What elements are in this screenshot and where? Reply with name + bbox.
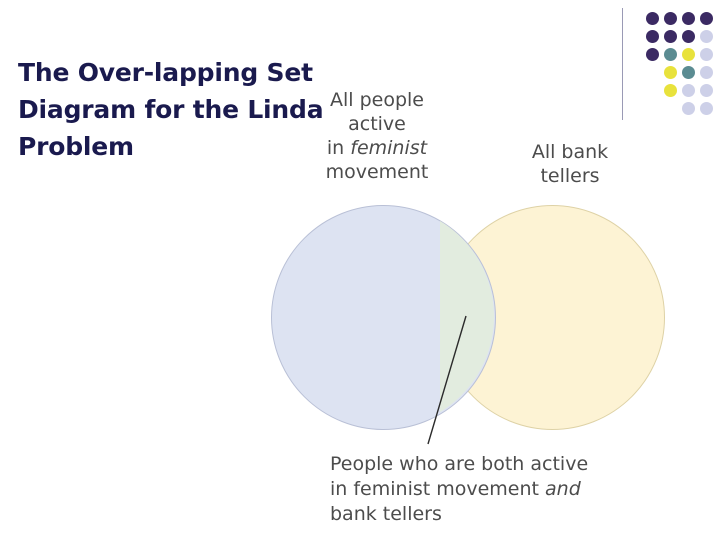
label-feminist-line3-italic: feminist <box>344 137 428 159</box>
intersection-leader-line <box>427 315 467 445</box>
logo-divider-rule <box>622 8 623 120</box>
label-people-both-active-and-bank-tellers: People who are both active in feminist m… <box>330 452 630 527</box>
label-both-line1: People who are both active <box>330 453 589 475</box>
logo-dot <box>646 30 659 43</box>
logo-dot <box>700 84 713 97</box>
logo-dot <box>664 84 677 97</box>
logo-dot <box>700 48 713 61</box>
page-title: The Over-lapping Set Diagram for the Lin… <box>18 58 324 161</box>
label-tellers-line2: tellers <box>540 165 600 187</box>
logo-dot <box>700 30 713 43</box>
label-feminist-line1: All people <box>330 89 424 111</box>
logo-dot <box>682 30 695 43</box>
logo-dot <box>664 30 677 43</box>
logo-dot <box>682 66 695 79</box>
label-feminist-line2: active <box>348 113 406 135</box>
label-all-bank-tellers: All bank tellers <box>505 140 635 188</box>
label-both-line2-italic: and <box>545 478 581 500</box>
logo-dot <box>664 66 677 79</box>
label-feminist-line3-plain: in <box>326 137 345 159</box>
label-both-line3: bank tellers <box>330 503 442 525</box>
logo-dot <box>682 12 695 25</box>
logo-dot <box>682 102 695 115</box>
logo-dot <box>682 84 695 97</box>
logo-dot <box>700 102 713 115</box>
logo-dot <box>700 66 713 79</box>
logo-dot <box>700 12 713 25</box>
logo-dot <box>646 48 659 61</box>
decorative-dot-grid-logo <box>622 8 713 120</box>
label-all-people-active-in-feminist-movement: All people active in feminist movement <box>312 88 442 184</box>
label-both-line2-plain: in feminist movement <box>330 478 546 500</box>
logo-dot <box>664 12 677 25</box>
venn-intersection-region <box>440 205 495 428</box>
logo-dot <box>682 48 695 61</box>
logo-dot <box>646 12 659 25</box>
logo-dot <box>664 48 677 61</box>
label-feminist-line4: movement <box>325 161 429 183</box>
label-tellers-line1: All bank <box>531 141 609 163</box>
